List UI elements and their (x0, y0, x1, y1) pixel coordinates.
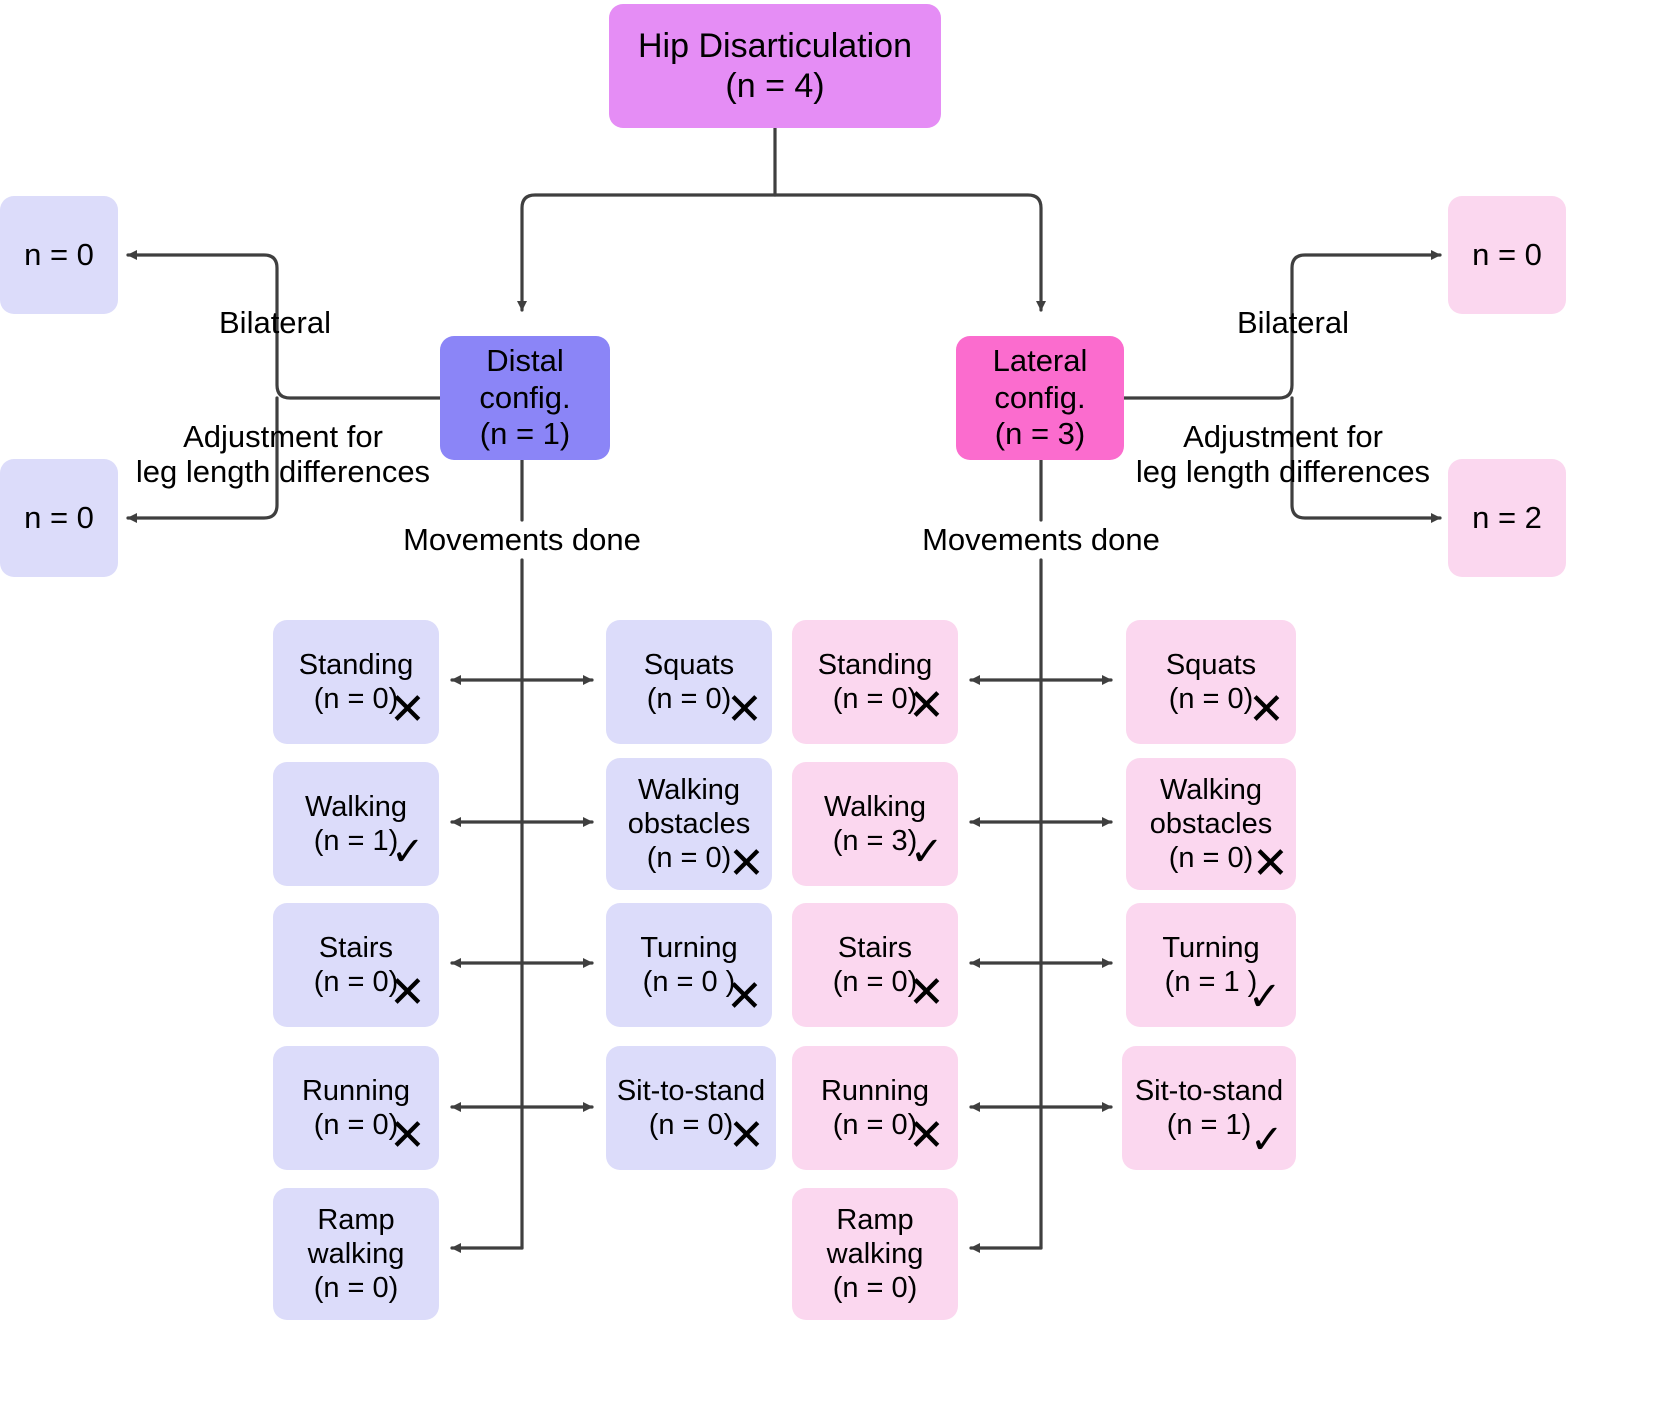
node-lateral-stairs-count: (n = 0) (832, 966, 918, 998)
node-lateral-turning-count: (n = 1 ) (1164, 966, 1258, 998)
cross-icon: ✕ (726, 684, 763, 735)
node-distal-ramp-walking-label: Ramp walking (307, 1203, 405, 1270)
node-distal-sit-to-stand-label: Sit-to-stand (616, 1074, 766, 1107)
node-distal-walking-label: Walking (304, 790, 408, 823)
node-distal-adjustment-value: n = 0 (24, 499, 94, 535)
node-lateral-walking-obstacles[interactable]: Walking obstacles (n = 0) ✕ (1126, 758, 1296, 890)
node-distal-walking[interactable]: Walking (n = 1) ✓ (273, 762, 439, 886)
check-icon: ✓ (1250, 1117, 1284, 1163)
node-distal-config[interactable]: Distal config. (n = 1) (440, 336, 610, 460)
node-distal-ramp-walking[interactable]: Ramp walking (n = 0) (273, 1188, 439, 1320)
cross-icon: ✕ (728, 1110, 765, 1161)
node-distal-running[interactable]: Running (n = 0) ✕ (273, 1046, 439, 1170)
node-distal-walking-obstacles[interactable]: Walking obstacles (n = 0) ✕ (606, 758, 772, 890)
node-lateral-walking[interactable]: Walking (n = 3) ✓ (792, 762, 958, 886)
node-lateral-ramp-walking-label: Ramp walking (826, 1203, 924, 1270)
cross-icon: ✕ (389, 967, 426, 1018)
edge-label-distal-movements: Movements done (403, 522, 641, 557)
cross-icon: ✕ (728, 838, 765, 889)
node-lateral-stairs[interactable]: Stairs (n = 0) ✕ (792, 903, 958, 1027)
node-lateral-turning-label: Turning (1162, 931, 1260, 964)
cross-icon: ✕ (726, 971, 763, 1022)
node-lateral-bilateral-count[interactable]: n = 0 (1448, 196, 1566, 314)
node-lateral-ramp-walking[interactable]: Ramp walking (n = 0) (792, 1188, 958, 1320)
node-lateral-squats[interactable]: Squats (n = 0) ✕ (1126, 620, 1296, 744)
edge-label-lateral-bilateral: Bilateral (1237, 305, 1349, 340)
node-distal-config-count: (n = 1) (479, 416, 571, 452)
node-lateral-standing[interactable]: Standing (n = 0) ✕ (792, 620, 958, 744)
check-icon: ✓ (1248, 974, 1282, 1020)
edge-label-lateral-adjustment: Adjustment for leg length differences (1135, 419, 1431, 489)
node-lateral-standing-label: Standing (817, 648, 933, 681)
node-lateral-adjustment-count[interactable]: n = 2 (1448, 459, 1566, 577)
node-lateral-walking-obstacles-count: (n = 0) (1168, 842, 1254, 875)
cross-icon: ✕ (389, 1110, 426, 1161)
node-distal-squats[interactable]: Squats (n = 0) ✕ (606, 620, 772, 744)
node-lateral-adjustment-value: n = 2 (1472, 499, 1542, 535)
node-distal-adjustment-count[interactable]: n = 0 (0, 459, 118, 577)
cross-icon: ✕ (1252, 838, 1289, 889)
node-distal-turning[interactable]: Turning (n = 0 ) ✕ (606, 903, 772, 1027)
node-distal-standing-count: (n = 0) (313, 683, 399, 715)
node-lateral-config-label: Lateral (992, 343, 1088, 379)
node-lateral-squats-label: Squats (1165, 648, 1257, 681)
cross-icon: ✕ (908, 1110, 945, 1161)
node-lateral-sit-to-stand-count: (n = 1) (1166, 1109, 1252, 1141)
node-lateral-config-count: (n = 3) (994, 416, 1086, 452)
node-distal-walking-count: (n = 1) (313, 825, 399, 857)
check-icon: ✓ (910, 829, 944, 875)
node-distal-walking-obstacles-label: Walking obstacles (627, 773, 751, 840)
node-distal-sit-to-stand-count: (n = 0) (648, 1109, 734, 1141)
node-distal-config-label2: config. (479, 379, 571, 415)
node-distal-stairs[interactable]: Stairs (n = 0) ✕ (273, 903, 439, 1027)
node-distal-bilateral-value: n = 0 (24, 236, 94, 272)
node-lateral-config[interactable]: Lateral config. (n = 3) (956, 336, 1124, 460)
cross-icon: ✕ (908, 967, 945, 1018)
node-lateral-sit-to-stand-label: Sit-to-stand (1134, 1074, 1284, 1107)
node-lateral-squats-count: (n = 0) (1168, 683, 1254, 715)
edge-label-distal-adjustment: Adjustment for leg length differences (135, 419, 431, 489)
node-lateral-sit-to-stand[interactable]: Sit-to-stand (n = 1) ✓ (1122, 1046, 1296, 1170)
node-hip-disarticulation-count: (n = 4) (725, 67, 825, 105)
node-hip-disarticulation[interactable]: Hip Disarticulation (n = 4) (609, 4, 941, 128)
edge-label-lateral-movements: Movements done (922, 522, 1160, 557)
node-lateral-walking-count: (n = 3) (832, 825, 918, 857)
node-distal-bilateral-count[interactable]: n = 0 (0, 196, 118, 314)
node-distal-walking-obstacles-count: (n = 0) (646, 842, 732, 875)
cross-icon: ✕ (1248, 684, 1285, 735)
node-lateral-standing-count: (n = 0) (832, 683, 918, 715)
node-distal-config-label: Distal (486, 343, 564, 379)
node-distal-stairs-count: (n = 0) (313, 966, 399, 998)
node-distal-sit-to-stand[interactable]: Sit-to-stand (n = 0) ✕ (606, 1046, 776, 1170)
node-lateral-bilateral-value: n = 0 (1472, 236, 1542, 272)
node-distal-standing[interactable]: Standing (n = 0) ✕ (273, 620, 439, 744)
node-lateral-walking-obstacles-label: Walking obstacles (1149, 773, 1273, 840)
node-lateral-running-count: (n = 0) (832, 1109, 918, 1141)
node-lateral-turning[interactable]: Turning (n = 1 ) ✓ (1126, 903, 1296, 1027)
node-distal-ramp-walking-count: (n = 0) (313, 1272, 399, 1305)
edge-label-distal-bilateral: Bilateral (219, 305, 331, 340)
node-lateral-config-label2: config. (994, 379, 1086, 415)
cross-icon: ✕ (389, 684, 426, 735)
node-lateral-running[interactable]: Running (n = 0) ✕ (792, 1046, 958, 1170)
node-distal-squats-count: (n = 0) (646, 683, 732, 715)
node-distal-turning-label: Turning (640, 931, 738, 964)
check-icon: ✓ (391, 829, 425, 875)
node-lateral-stairs-label: Stairs (837, 931, 913, 964)
node-distal-standing-label: Standing (298, 648, 414, 681)
node-distal-running-label: Running (301, 1074, 411, 1107)
node-lateral-ramp-walking-count: (n = 0) (832, 1272, 918, 1305)
node-lateral-running-label: Running (820, 1074, 930, 1107)
node-distal-running-count: (n = 0) (313, 1109, 399, 1141)
node-hip-disarticulation-label: Hip Disarticulation (638, 26, 912, 65)
node-lateral-walking-label: Walking (823, 790, 927, 823)
node-distal-turning-count: (n = 0 ) (642, 966, 736, 998)
node-distal-stairs-label: Stairs (318, 931, 394, 964)
node-distal-squats-label: Squats (643, 648, 735, 681)
cross-icon: ✕ (908, 680, 945, 731)
